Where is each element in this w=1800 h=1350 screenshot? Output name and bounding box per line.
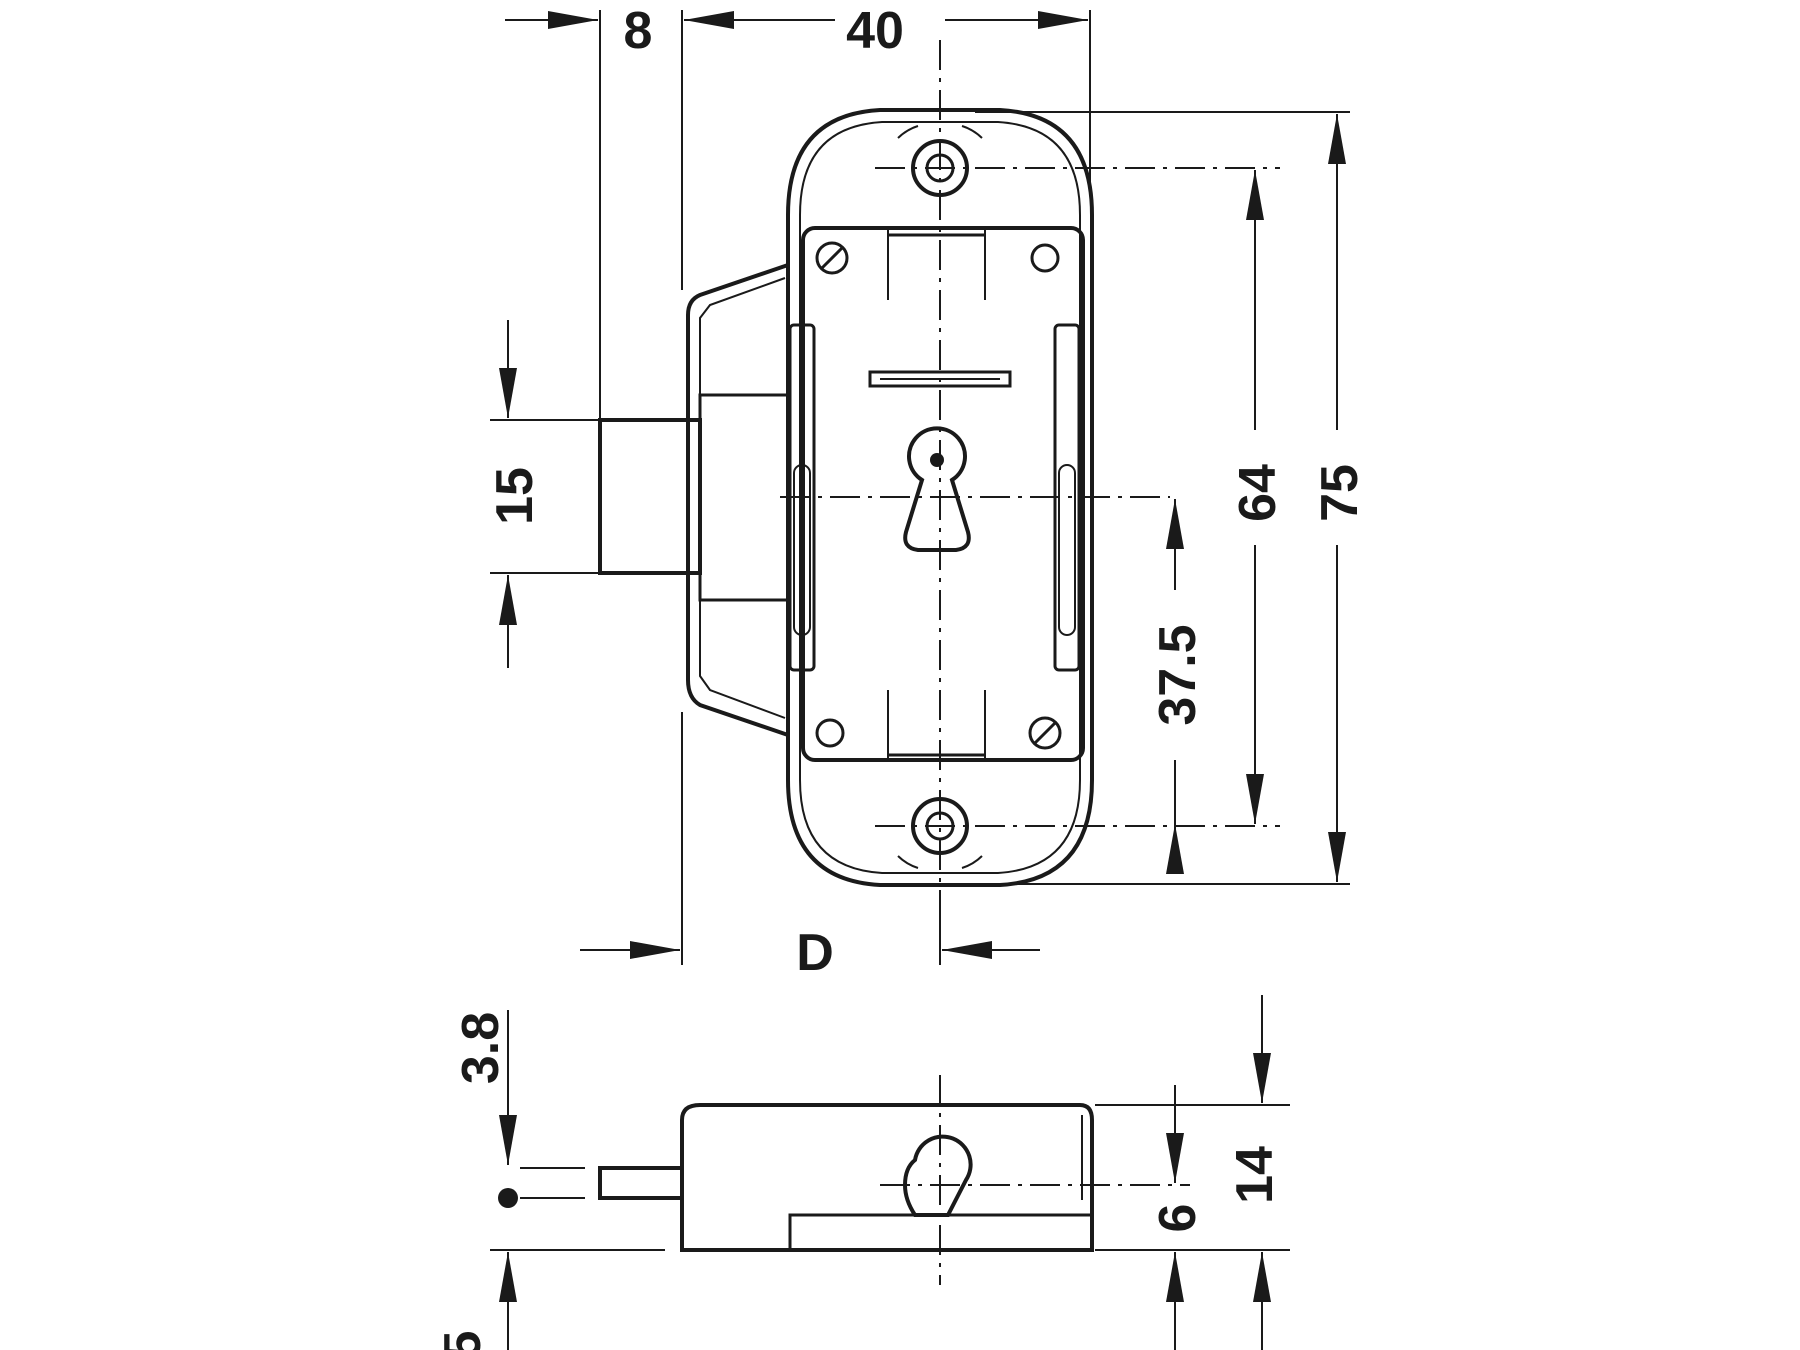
- side-key-cylinder: [902, 1134, 973, 1217]
- inner-plate: [801, 226, 1085, 762]
- side-base-plate: [788, 1213, 1090, 1250]
- bolt-guide-wing: [686, 263, 789, 737]
- side-bolt: [598, 1166, 684, 1200]
- dim-backset: 40: [846, 2, 904, 60]
- bolt-body: [698, 393, 790, 602]
- right-channel-slot: [1058, 464, 1076, 636]
- dim-screw-spacing: 64: [1229, 464, 1287, 522]
- dim-bolt-thickness: 6: [1149, 1204, 1207, 1233]
- dim-side-offset: 3.8: [452, 1012, 510, 1084]
- dim-bolt-height: 15: [486, 467, 544, 525]
- dim-depth-label: D: [796, 924, 834, 982]
- bolt-point-marker: [498, 1188, 518, 1208]
- bolt: [598, 418, 702, 575]
- front-view: 8 40 15 64 75 37.5 D: [486, 2, 1369, 982]
- dim-overall-height: 75: [1311, 464, 1369, 522]
- dim-keyhole-to-hole: 37.5: [1149, 624, 1207, 725]
- screw-bottom-right: [1028, 716, 1062, 750]
- dim-bolt-projection: 8: [624, 2, 653, 60]
- dim-thickness: 14: [1226, 1146, 1284, 1204]
- lock-housing-inner-outline: [799, 121, 1081, 874]
- hole-bottom-left: [815, 718, 845, 748]
- hole-top-right: [1030, 243, 1060, 273]
- keyhole-pin: [930, 453, 944, 467]
- side-housing-outline: [680, 1103, 1094, 1252]
- dim-bottom-offset: 5: [434, 1331, 492, 1350]
- keyhole: [903, 426, 971, 552]
- bolt-guide-wing-inner: [699, 277, 786, 719]
- left-channel-slot: [793, 464, 811, 636]
- screw-top-left: [815, 241, 849, 275]
- side-view: 3.8 5 14 6: [434, 995, 1290, 1350]
- latch-slot: [868, 370, 1012, 388]
